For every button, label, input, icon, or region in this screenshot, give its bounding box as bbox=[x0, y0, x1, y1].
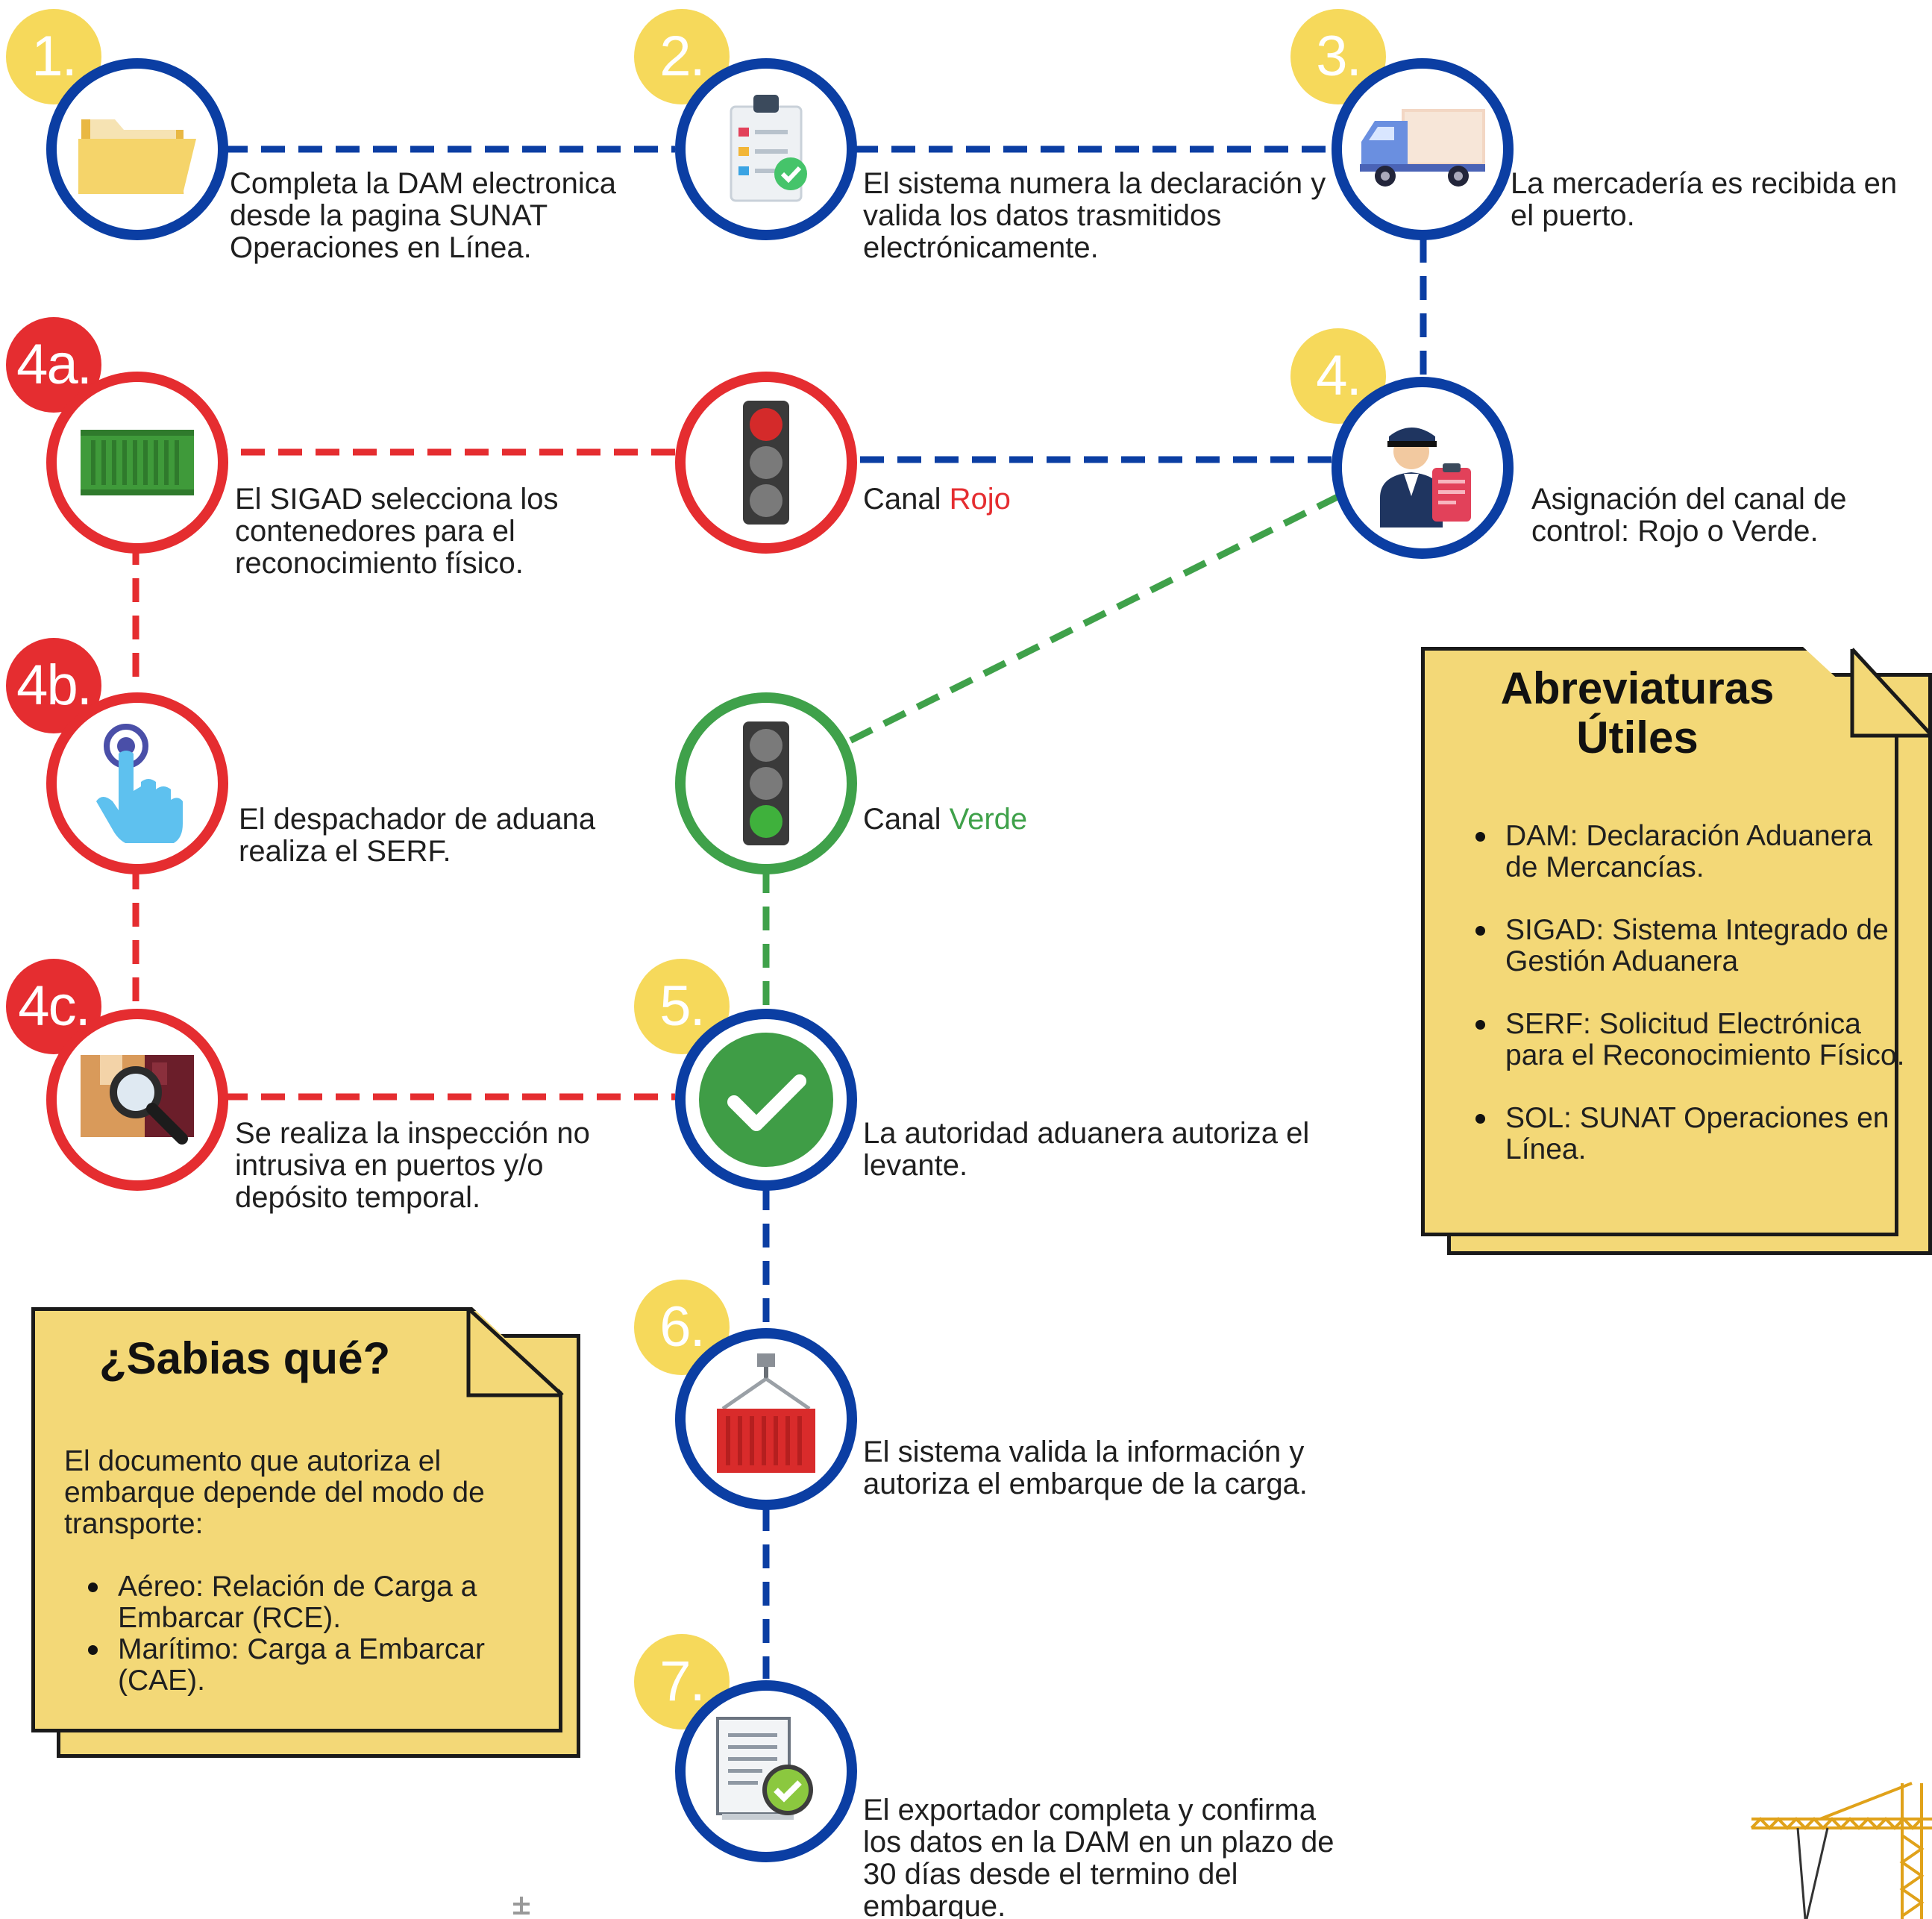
transport-mode-item: Marítimo: Carga a Embarcar (CAE). bbox=[88, 1634, 536, 1697]
step-4b-text: El despachador de aduana realiza el SERF… bbox=[239, 803, 596, 868]
abbreviation-item: SIGAD: Sistema Integrado de Gestión Adua… bbox=[1475, 915, 1908, 977]
step-5-text: La autoridad aduanera autoriza el levant… bbox=[863, 1117, 1310, 1182]
customs-officer-icon bbox=[1380, 428, 1471, 528]
green-channel-prefix: Canal bbox=[863, 803, 950, 836]
transport-mode-item: Aéreo: Relación de Carga a Embarcar (RCE… bbox=[88, 1571, 536, 1634]
traffic-light-red-icon bbox=[743, 401, 789, 525]
abbreviations-note: Abreviaturas Útiles DAM: Declaración Adu… bbox=[1417, 643, 1932, 1255]
step-6-node bbox=[675, 1328, 857, 1510]
truck-icon bbox=[1360, 109, 1485, 187]
crane-container-icon bbox=[717, 1353, 815, 1473]
red-channel-label: Canal Rojo bbox=[863, 483, 1011, 516]
folder-icon bbox=[78, 112, 196, 194]
abbreviations-title: Abreviaturas Útiles bbox=[1500, 663, 1775, 763]
note-fold-corner-icon bbox=[1850, 648, 1932, 738]
did-you-know-intro: El documento que autoriza el embarque de… bbox=[64, 1445, 485, 1540]
step-7-text: El exportador completa y confirma los da… bbox=[863, 1794, 1334, 1919]
green-channel-word: Verde bbox=[949, 803, 1028, 836]
abbreviations-list: DAM: Declaración Aduanera de Mercancías.… bbox=[1475, 821, 1908, 1165]
abbreviation-item: SOL: SUNAT Operaciones en Línea. bbox=[1475, 1103, 1908, 1165]
step-5-badge: 5. bbox=[634, 959, 730, 1054]
step-4a-node bbox=[46, 372, 228, 554]
approved-document-icon bbox=[716, 1717, 813, 1820]
step-3-node bbox=[1332, 58, 1514, 240]
step-1-node bbox=[46, 58, 228, 240]
did-you-know-title: ¿Sabias qué? bbox=[99, 1333, 391, 1383]
step-2-text: El sistema numera la declaración y valid… bbox=[863, 167, 1326, 264]
step-4c-node bbox=[46, 1009, 228, 1191]
abbreviation-item: SERF: Solicitud Electrónica para el Reco… bbox=[1475, 1009, 1908, 1071]
checkmark-icon bbox=[699, 1033, 833, 1167]
container-icon bbox=[81, 430, 194, 495]
step-4b-node bbox=[46, 692, 228, 874]
did-you-know-list: Aéreo: Relación de Carga a Embarcar (RCE… bbox=[88, 1571, 536, 1697]
red-channel-word: Rojo bbox=[949, 483, 1011, 516]
step-4-node bbox=[1332, 377, 1514, 559]
step-2-node bbox=[675, 58, 857, 240]
traffic-light-green-icon bbox=[743, 721, 789, 845]
abbreviation-item: DAM: Declaración Aduanera de Mercancías. bbox=[1475, 821, 1908, 883]
touch-hand-icon bbox=[96, 724, 183, 843]
step-4a-text: El SIGAD selecciona los contenedores par… bbox=[235, 483, 559, 580]
magnifier-boxes-icon bbox=[81, 1055, 194, 1145]
checklist-icon bbox=[730, 95, 807, 202]
step-6-text: El sistema valida la información y autor… bbox=[863, 1436, 1308, 1500]
green-channel-label: Canal Verde bbox=[863, 804, 1027, 836]
green-channel-node bbox=[675, 692, 857, 874]
step-1-text: Completa la DAM electronica desde la pag… bbox=[230, 167, 616, 264]
step-5-node bbox=[675, 1009, 857, 1191]
connector-4-green bbox=[844, 492, 1341, 746]
step-7-node bbox=[675, 1680, 857, 1862]
step-3-text: La mercadería es recibida en el puerto. bbox=[1511, 167, 1898, 232]
note-fold-corner-icon bbox=[466, 1307, 564, 1397]
did-you-know-note: ¿Sabias qué? El documento que autoriza e… bbox=[28, 1304, 580, 1758]
red-channel-prefix: Canal bbox=[863, 483, 950, 516]
red-channel-node bbox=[675, 372, 857, 554]
plus-mark-icon bbox=[513, 1897, 530, 1915]
step-4c-text: Se realiza la inspección no intrusiva en… bbox=[235, 1117, 590, 1214]
tower-crane-icon bbox=[1750, 1782, 1932, 1919]
step-4-text: Asignación del canal de control: Rojo o … bbox=[1531, 483, 1847, 548]
